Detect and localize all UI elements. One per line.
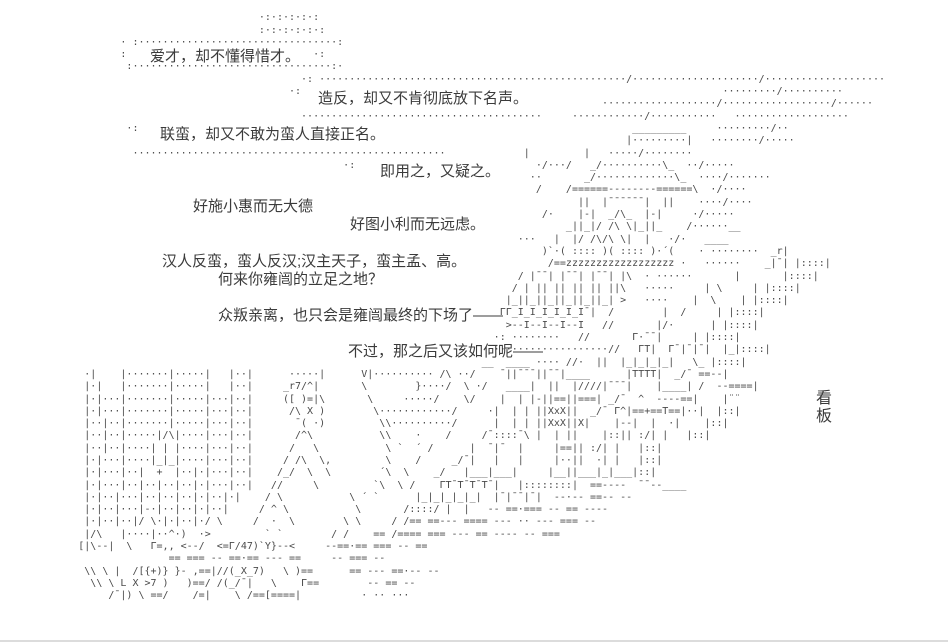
dialogue-line-5: 好施小惠而无大德 <box>193 198 314 215</box>
ascii-art-background: ·:·:·:·:·: :·:·:·:·:·: · :··············… <box>78 12 886 602</box>
signboard-text: 看 板 <box>816 390 833 425</box>
dialogue-line-4: 即用之，又疑之。 <box>380 163 501 180</box>
dialogue-line-6: 好图小利而无远虑。 <box>350 216 486 233</box>
dialogue-line-9: 众叛亲离，也只会是雍闿最终的下场了—— <box>218 307 504 324</box>
dialogue-line-7: 汉人反蛮，蛮人反汉;汉主天子，蛮主孟、高。 <box>162 253 467 270</box>
dialogue-line-8: 何来你雍闿的立足之地？ <box>218 271 384 288</box>
dialogue-line-2: 造反，却又不肯彻底放下名声。 <box>318 90 529 107</box>
dialogue-line-10: 不过，那之后又该如何呢—— <box>348 343 544 360</box>
dialogue-line-3: 联蛮，却又不敢为蛮人直接正名。 <box>160 126 386 143</box>
dialogue-line-1: 爱才，却不懂得惜才。 <box>150 48 301 65</box>
